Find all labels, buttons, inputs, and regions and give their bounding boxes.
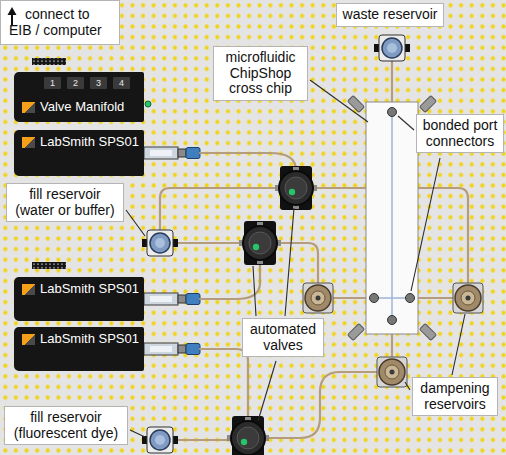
- callout-text: waste reservoir: [343, 7, 438, 23]
- callout-text: connect to EIB / computer: [9, 7, 111, 38]
- tubing-part: [200, 349, 248, 416]
- reservoir: [142, 35, 410, 453]
- callout-label: microfluidic ChipShop cross chip: [213, 46, 308, 101]
- microfluidic-chip-part: [370, 294, 379, 303]
- reservoir-part: [142, 427, 178, 453]
- microfluidic-chip: [366, 102, 418, 334]
- port-number: 4: [113, 77, 130, 89]
- brand-logo: [22, 102, 35, 113]
- syringe-pump: LabSmith SPS01: [14, 327, 144, 371]
- microfluidic-chip-part: [374, 112, 410, 320]
- tubing-part: [414, 297, 453, 299]
- tubing-part: [200, 265, 260, 299]
- device-header: Valve Manifold: [22, 100, 136, 114]
- brand-logo: [22, 334, 35, 345]
- tubing-part: [391, 61, 393, 108]
- leader-line-part: [452, 314, 465, 375]
- automated-valve-part: [227, 416, 269, 455]
- microfluidic-chip-part: [406, 294, 415, 303]
- leader-line-part: [398, 116, 414, 130]
- ribbon-connector-part: [32, 58, 66, 65]
- port-number: 2: [67, 77, 84, 89]
- callout-label: automated valves: [242, 318, 324, 357]
- syringe-pump: LabSmith SPS01: [14, 277, 144, 321]
- callout-text: dampening reservoirs: [418, 381, 492, 412]
- valve-port-row: 1234: [44, 77, 136, 89]
- dampening-reservoir: [303, 283, 483, 387]
- leader-line-part: [285, 208, 294, 316]
- ribbon-connector-part: [32, 262, 66, 269]
- ribbon-connector-part: [32, 262, 66, 269]
- microfluidic-chip-part: [388, 108, 397, 117]
- note-box: connect to EIB / computer: [0, 0, 120, 45]
- tubing-part: [173, 242, 243, 244]
- microfluidic-chip-part: [388, 316, 397, 325]
- ribbon-connector-part: [32, 58, 66, 65]
- device-header: LabSmith SPS01: [22, 332, 136, 346]
- tubing-part: [333, 297, 370, 299]
- callout-text: microfluidic ChipShop cross chip: [219, 50, 302, 97]
- status-led: [145, 101, 151, 107]
- dampening-reservoir-part: [303, 283, 333, 313]
- callout-label: waste reservoir: [336, 3, 445, 27]
- chip-clamp-part: [420, 324, 437, 341]
- leader-line-part: [310, 80, 368, 122]
- arrow-head: [8, 7, 17, 15]
- callout-label: dampening reservoirs: [412, 377, 498, 416]
- device-header: LabSmith SPS01: [22, 135, 136, 149]
- leader-line-part: [126, 210, 145, 236]
- reservoir-part: [374, 35, 410, 61]
- brand-logo: [22, 284, 35, 295]
- callout-label: fill reservoir (fluorescent dye): [4, 406, 128, 445]
- automated-valve-part: [239, 221, 281, 265]
- tubing-part: [277, 243, 318, 283]
- port-number: 1: [44, 77, 61, 89]
- microfluidic-chip-part: [366, 102, 418, 334]
- device-name: LabSmith SPS01: [40, 332, 139, 346]
- leader-line-part: [405, 382, 410, 390]
- callout-text: bonded port connectors: [421, 118, 499, 149]
- syringe-pump: LabSmith SPS01: [14, 130, 144, 176]
- device-name: LabSmith SPS01: [40, 282, 139, 296]
- reservoir-part: [142, 230, 178, 256]
- pump-syringe-part: [144, 343, 200, 355]
- leader-line-part: [253, 266, 256, 316]
- chip-clamp-part: [348, 96, 365, 113]
- automated-valve-part: [275, 166, 317, 210]
- callout-label: bonded port connectors: [416, 114, 504, 153]
- leader-line-part: [258, 361, 276, 421]
- valve-manifold: 1234Valve Manifold: [14, 72, 144, 122]
- leader-line-part: [130, 430, 145, 437]
- port-number: 3: [90, 77, 107, 89]
- callout-label: fill reservoir (water or buffer): [6, 183, 124, 222]
- device-name: Valve Manifold: [40, 100, 124, 114]
- dampening-reservoir-part: [377, 357, 407, 387]
- brand-logo: [22, 137, 35, 148]
- leader-line-part: [411, 158, 440, 291]
- dampening-reservoir-part: [453, 283, 483, 313]
- pump-syringe-part: [144, 147, 200, 159]
- device-name: LabSmith SPS01: [40, 135, 139, 149]
- tubing-part: [173, 439, 231, 441]
- tubing-part: [265, 372, 377, 438]
- callout-text: fill reservoir (water or buffer): [12, 187, 118, 218]
- device-header: LabSmith SPS01: [22, 282, 136, 296]
- pump-syringe-part: [144, 293, 200, 305]
- chip-clamp-part: [348, 324, 365, 341]
- callout-text: fill reservoir (fluorescent dye): [10, 410, 122, 441]
- chip-clamp-part: [420, 96, 437, 113]
- callout-text: automated valves: [248, 322, 318, 353]
